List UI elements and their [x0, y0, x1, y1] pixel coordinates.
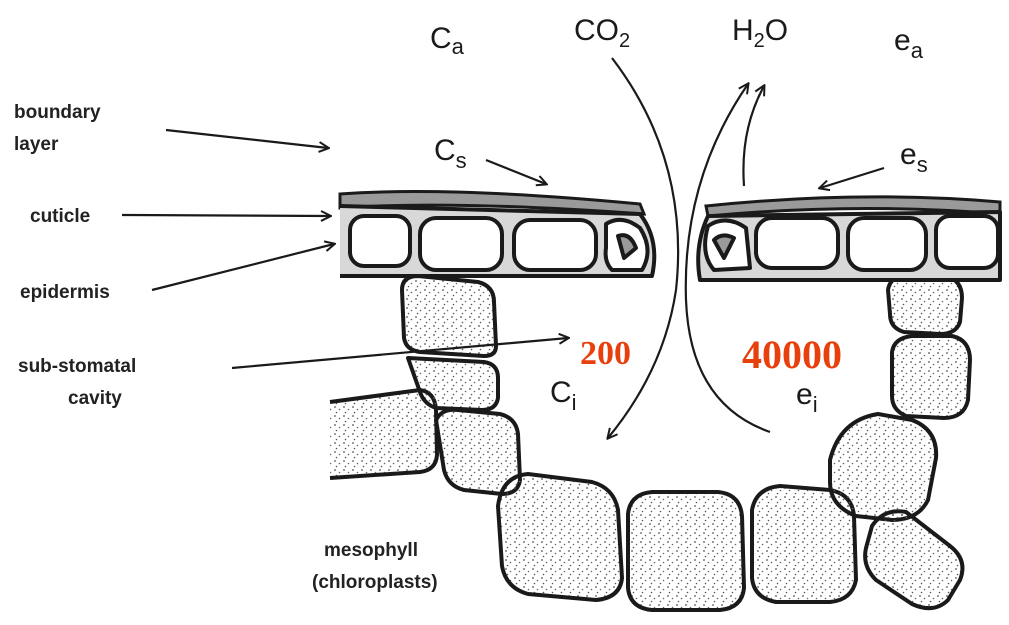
cuticle-label: cuticle: [30, 206, 90, 227]
epidermis-cell: [514, 220, 596, 270]
mesophyll-cell: [628, 492, 744, 610]
cs-pointer: [486, 160, 546, 184]
mesophyll-cell: [888, 274, 962, 334]
boundary-label-line1: boundary: [14, 102, 101, 123]
ci-symbol: Ci: [550, 376, 577, 415]
substomatal-label-line2: cavity: [68, 388, 122, 409]
epidermis-pointer: [152, 244, 334, 290]
concentration-values: 200 40000: [580, 332, 842, 377]
es-pointer: [820, 168, 884, 188]
ei-symbol: ei: [796, 378, 818, 417]
mesophyll-cell: [865, 511, 962, 608]
epidermis-cell: [350, 216, 410, 266]
mesophyll-cell: [402, 276, 496, 356]
h2o-flow-arrow-branch: [743, 86, 764, 186]
ea-symbol: ea: [894, 24, 924, 63]
substomatal-label-line1: sub-stomatal: [18, 356, 136, 377]
epidermis-cell: [936, 216, 998, 268]
mesophyll-cell: [330, 390, 437, 478]
mesophyll-cell: [498, 474, 622, 600]
ca-symbol: Ca: [430, 22, 465, 59]
epidermis-layer: [340, 206, 1000, 280]
mesophyll-cells: [330, 274, 970, 610]
cs-symbol: Cs: [434, 134, 467, 173]
h2o-symbol: H2O: [732, 14, 788, 52]
structure-labels: boundary layer cuticle epidermis sub-sto…: [14, 102, 438, 593]
boundary-layer-pointer: [166, 130, 328, 148]
epidermis-cell: [756, 218, 838, 268]
mesophyll-label-line2: (chloroplasts): [312, 572, 438, 593]
mesophyll-label-line1: mesophyll: [324, 540, 418, 561]
ei-value: 40000: [742, 332, 842, 377]
substomatal-pointer: [232, 338, 568, 368]
boundary-label-line2: layer: [14, 134, 59, 155]
mesophyll-cell: [830, 414, 936, 520]
co2-symbol: CO2: [574, 14, 630, 52]
mesophyll-cell: [892, 336, 970, 418]
epidermis-label: epidermis: [20, 282, 110, 303]
es-symbol: es: [900, 138, 928, 177]
epidermis-cell: [848, 218, 926, 270]
ci-value: 200: [580, 335, 631, 372]
epidermis-cell: [420, 218, 502, 270]
cuticle-pointer: [122, 215, 330, 216]
